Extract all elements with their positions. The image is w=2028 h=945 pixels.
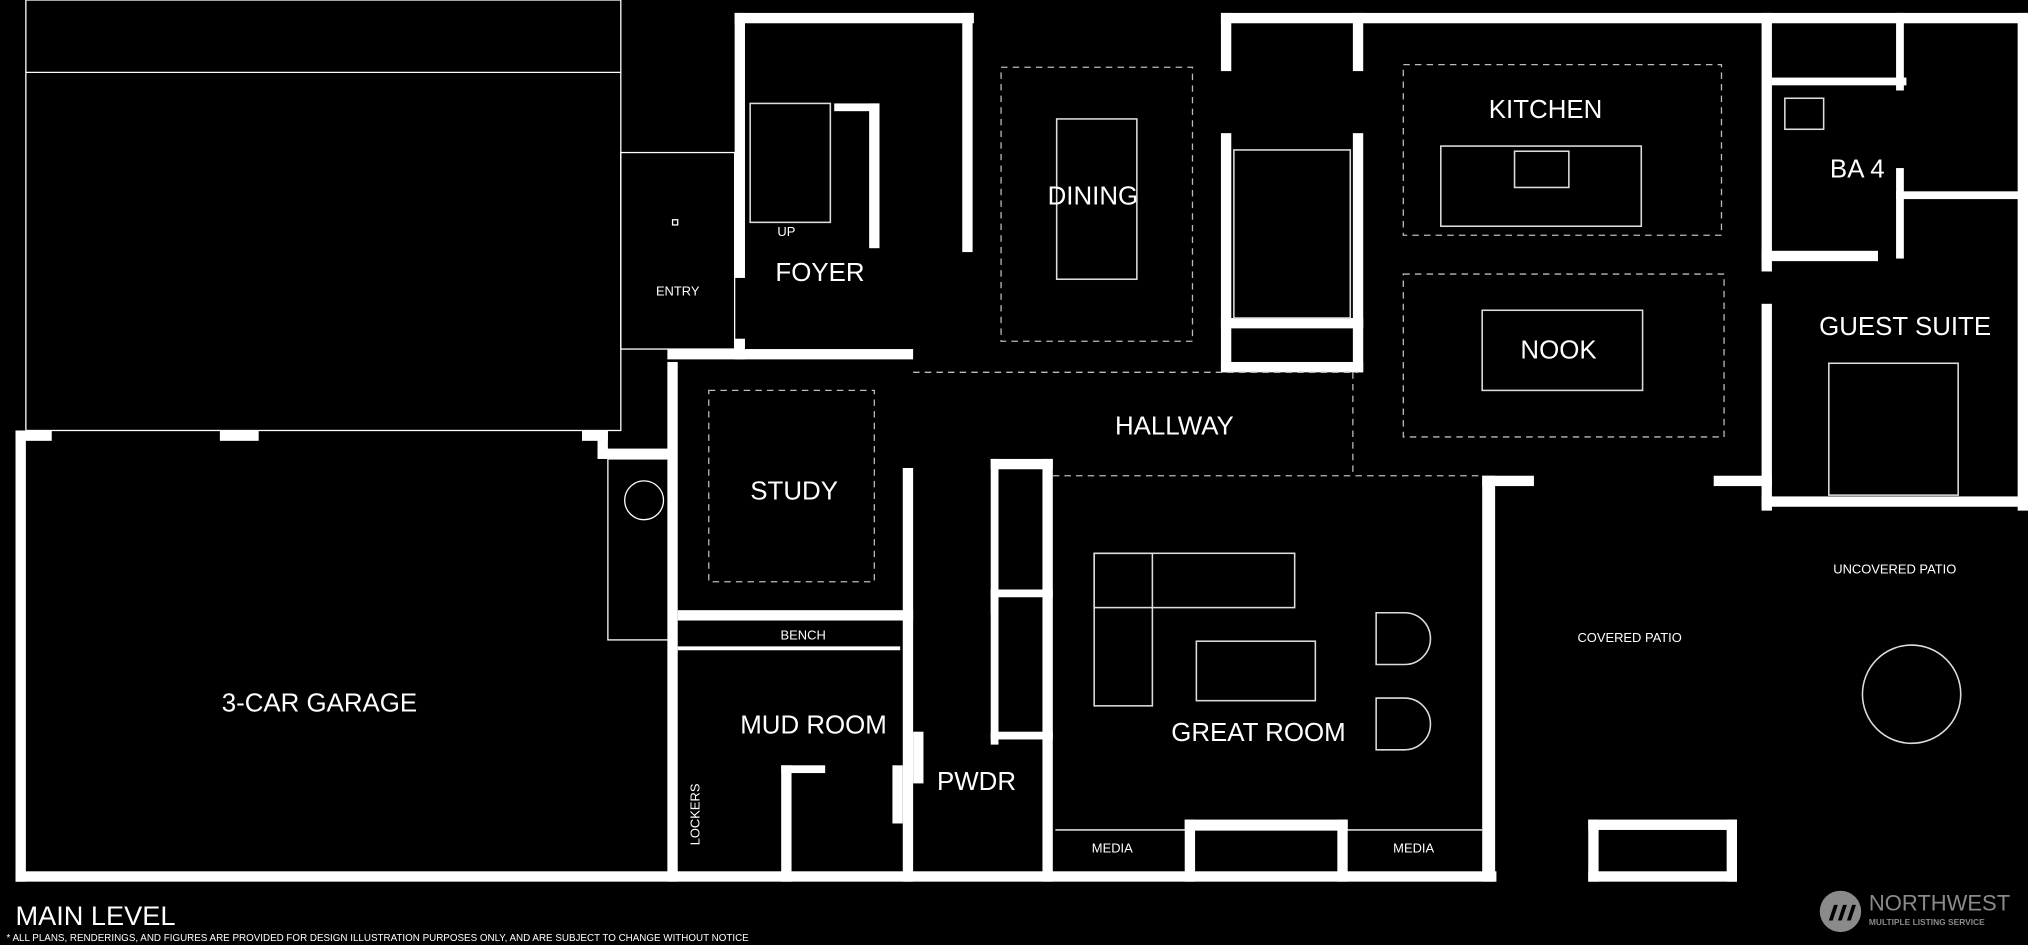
room-label-study: STUDY xyxy=(750,477,838,505)
logo-name: NORTHWEST xyxy=(1869,891,2010,916)
bench-label: BENCH xyxy=(781,627,826,642)
room-label-dining: DINING xyxy=(1048,183,1139,211)
logo-subtitle: MULTIPLE LISTING SERVICE xyxy=(1869,917,1985,927)
room-label-uncovered-patio: UNCOVERED PATIO xyxy=(1833,562,1956,577)
lockers-label: LOCKERS xyxy=(687,783,702,845)
walls xyxy=(15,12,2028,882)
furniture xyxy=(708,63,1962,831)
room-label-bath4: BA 4 xyxy=(1830,155,1885,183)
media-label-right: MEDIA xyxy=(1393,841,1434,856)
tree-logo-icon xyxy=(1819,890,1862,933)
site-lines xyxy=(25,0,736,641)
stairs-up-label: UP xyxy=(777,224,795,239)
disclaimer: * ALL PLANS, RENDERINGS, AND FIGURES ARE… xyxy=(6,933,749,944)
room-label-kitchen: KITCHEN xyxy=(1489,96,1603,124)
room-label-foyer: FOYER xyxy=(775,259,864,287)
room-label-great-room: GREAT ROOM xyxy=(1171,719,1345,747)
room-label-mud-room: MUD ROOM xyxy=(740,711,887,739)
room-label-hallway: HALLWAY xyxy=(1115,413,1234,441)
room-label-nook: NOOK xyxy=(1520,336,1596,364)
room-label-covered-patio: COVERED PATIO xyxy=(1577,630,1681,645)
room-label-powder: PWDR xyxy=(937,768,1016,796)
room-labels: 3-CAR GARAGE ENTRY FOYER UP DINING KITCH… xyxy=(222,96,1991,856)
nwmls-logo: NORTHWEST MULTIPLE LISTING SERVICE xyxy=(1819,890,2010,933)
room-label-entry: ENTRY xyxy=(656,284,700,299)
level-title: MAIN LEVEL xyxy=(16,900,176,931)
room-label-guest-suite: GUEST SUITE xyxy=(1819,313,1991,341)
room-label-garage: 3-CAR GARAGE xyxy=(222,689,417,717)
media-label-left: MEDIA xyxy=(1092,841,1133,856)
